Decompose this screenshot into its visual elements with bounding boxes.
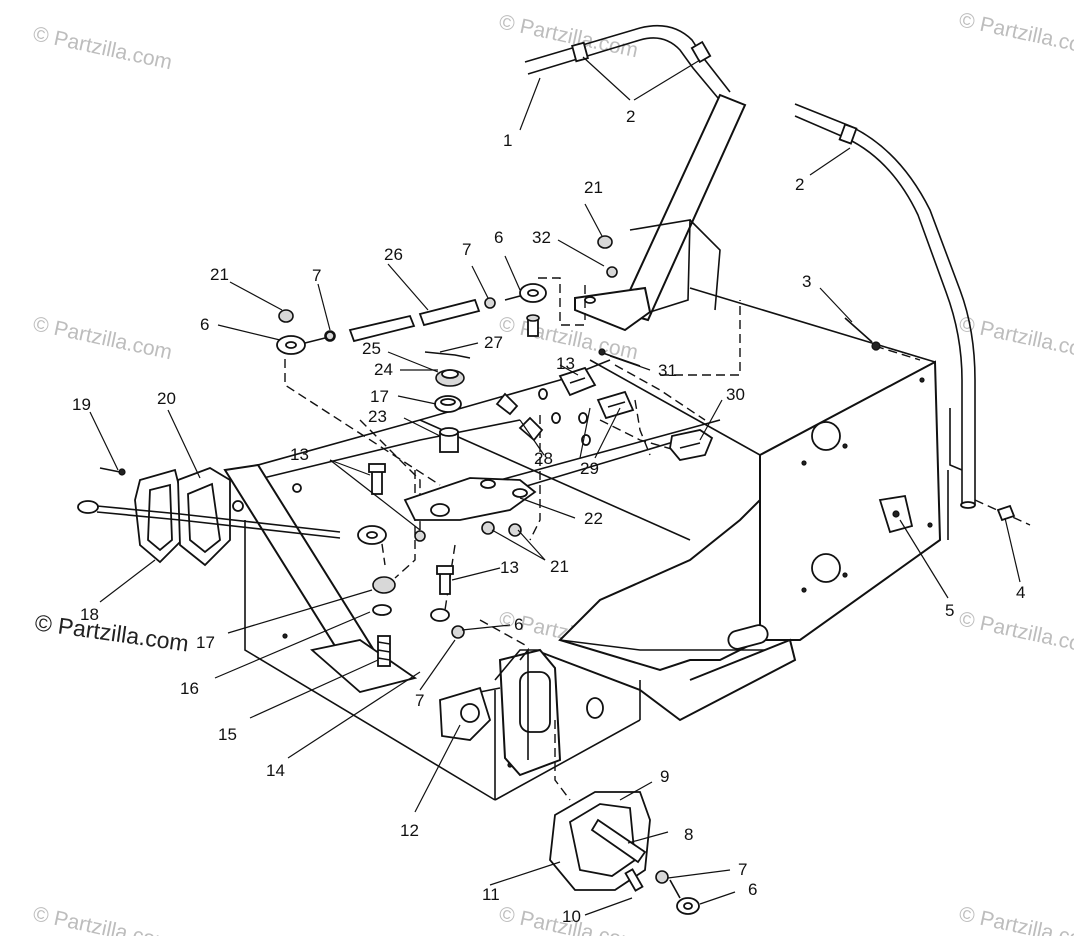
callout-19: 19: [72, 395, 91, 414]
callout-numbers: 1 2 2 3 4 5 6 6 6 6 7 7 7 7 8 9 10 11 12…: [72, 107, 1025, 926]
callout-26: 26: [384, 245, 403, 264]
callout-13: 13: [290, 445, 309, 464]
handlebar-tube-right: [794, 103, 976, 509]
callout-9: 9: [660, 767, 669, 786]
bushing-stack: [424, 351, 471, 453]
callout-7: 7: [738, 860, 747, 879]
watermark: © Partzilla.com: [31, 22, 174, 74]
upper-clips: [495, 348, 714, 461]
callout-10: 10: [562, 907, 581, 926]
watermark: © Partzilla.com: [31, 902, 174, 936]
callout-14: 14: [266, 761, 285, 780]
watermark: © Partzilla.com: [957, 8, 1074, 60]
watermark-dark: © Partzilla.com: [33, 609, 190, 656]
callout-27: 27: [484, 333, 503, 352]
watermark: © Partzilla.com: [497, 10, 640, 62]
callout-11: 11: [482, 885, 500, 904]
callout-30: 30: [726, 385, 745, 404]
small-right-parts: [844, 317, 1016, 534]
callout-16: 16: [180, 679, 199, 698]
callout-17: 17: [196, 633, 215, 652]
callout-24: 24: [374, 360, 393, 379]
callout-1: 1: [503, 131, 512, 150]
callout-7: 7: [462, 240, 471, 259]
callout-13: 13: [500, 558, 519, 577]
callout-6: 6: [494, 228, 503, 247]
steering-arm-plate: [403, 477, 537, 542]
callout-28: 28: [534, 449, 553, 468]
lower-bolt-stack: [325, 331, 465, 667]
callout-32: 32: [532, 228, 551, 247]
callout-29: 29: [580, 459, 599, 478]
callout-23: 23: [368, 407, 387, 426]
callout-21: 21: [584, 178, 603, 197]
handlebar-tube-left: [524, 24, 731, 99]
callout-7: 7: [415, 691, 424, 710]
callout-6: 6: [514, 615, 523, 634]
callout-12: 12: [400, 821, 419, 840]
chassis-bulkhead: [223, 287, 963, 801]
watermark: © Partzilla.com: [31, 312, 174, 364]
steering-post: [574, 93, 747, 332]
callout-3: 3: [802, 272, 811, 291]
callout-5: 5: [945, 601, 954, 620]
tie-rod-assembly: [276, 235, 618, 355]
callout-2: 2: [795, 175, 804, 194]
callout-13: 13: [556, 354, 575, 373]
throttle-cable-assembly: [77, 467, 387, 567]
callout-2: 2: [626, 107, 635, 126]
callout-18: 18: [80, 605, 99, 624]
callout-25: 25: [362, 339, 381, 358]
callout-6: 6: [200, 315, 209, 334]
callout-22: 22: [584, 509, 603, 528]
callout-7: 7: [312, 266, 321, 285]
watermark: © Partzilla.com: [957, 607, 1074, 659]
callout-15: 15: [218, 725, 237, 744]
front-bracket-parts: [439, 686, 700, 915]
callout-21: 21: [210, 265, 229, 284]
callout-8: 8: [684, 825, 693, 844]
callout-4: 4: [1016, 583, 1025, 602]
watermark: © Partzilla.com: [957, 902, 1074, 936]
leader-lines: [89, 56, 1021, 916]
callout-31: 31: [658, 361, 677, 380]
callout-17: 17: [370, 387, 389, 406]
callout-21: 21: [550, 557, 569, 576]
callout-6: 6: [748, 880, 757, 899]
callout-20: 20: [157, 389, 176, 408]
